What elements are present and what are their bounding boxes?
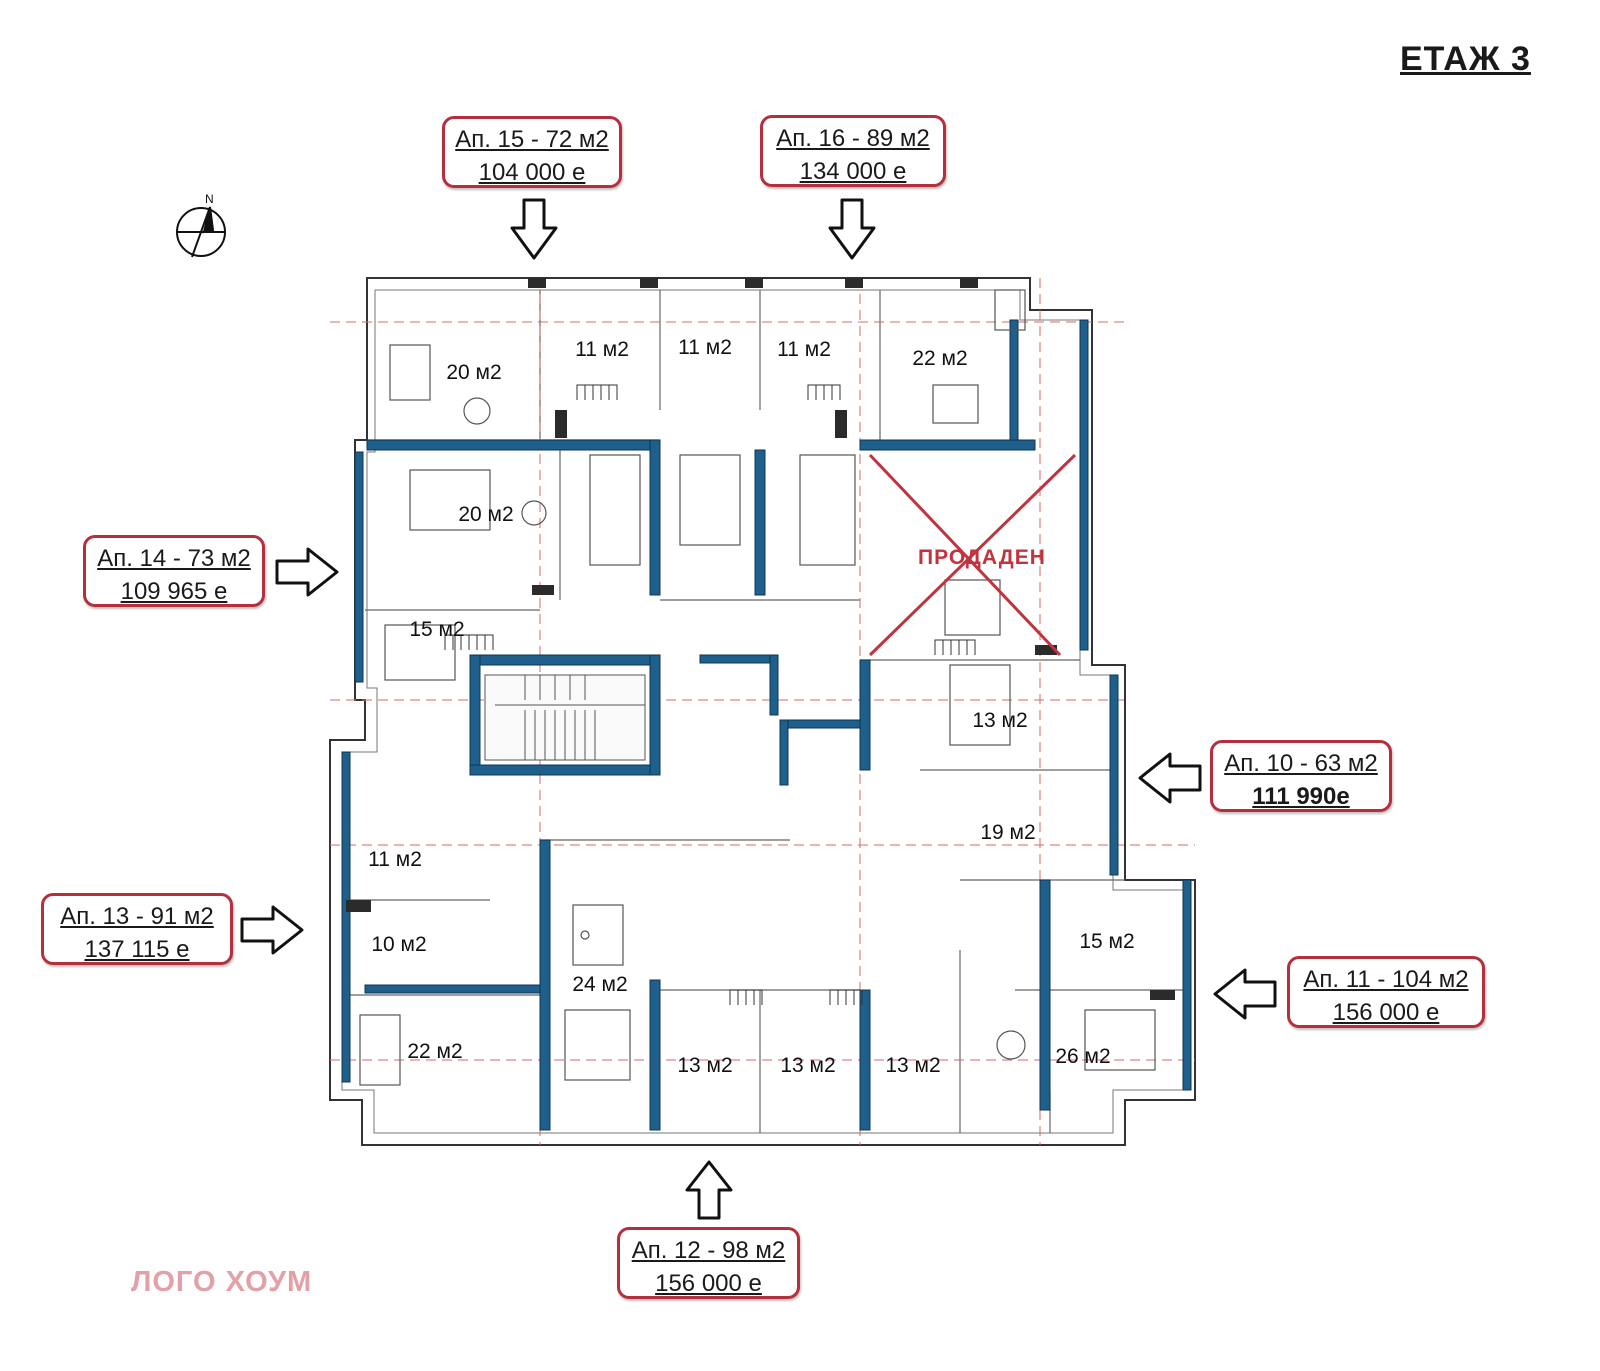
arrow-left-11-icon <box>1213 968 1277 1020</box>
room-area: 11 м2 <box>575 338 629 361</box>
apartment-name: Ап. 16 - 89 м2 <box>776 125 930 152</box>
room-area: 13 м2 <box>972 709 1028 732</box>
apartment-name: Ап. 11 - 104 м2 <box>1303 966 1469 993</box>
room-area: 13 м2 <box>885 1054 941 1077</box>
apartment-label-12[interactable]: Ап. 12 - 98 м2 156 000 е <box>617 1227 800 1299</box>
apartment-label-15[interactable]: Ап. 15 - 72 м2 104 000 е <box>442 116 622 188</box>
apartment-price: 156 000 е <box>655 1270 762 1297</box>
apartment-label-16[interactable]: Ап. 16 - 89 м2 134 000 е <box>760 115 946 187</box>
apartment-name: Ап. 12 - 98 м2 <box>631 1237 786 1264</box>
arrow-right-13-icon <box>240 905 304 955</box>
apartment-label-11[interactable]: Ап. 11 - 104 м2 156 000 е <box>1287 956 1485 1028</box>
room-area: 24 м2 <box>572 973 628 996</box>
room-area: 11 м2 <box>777 338 831 361</box>
room-area: 22 м2 <box>912 347 968 370</box>
arrow-right-14-icon <box>275 547 339 597</box>
sold-label: ПРОДАДЕН <box>918 546 1046 569</box>
apartment-name: Ап. 10 - 63 м2 <box>1224 750 1378 777</box>
arrow-down-16-icon <box>828 198 876 260</box>
arrow-down-15-icon <box>510 198 558 260</box>
arrow-left-10-icon <box>1138 752 1202 804</box>
room-area: 11 м2 <box>678 336 732 359</box>
room-area: 11 м2 <box>368 848 422 871</box>
apartment-price: 156 000 е <box>1332 999 1440 1026</box>
room-area: 20 м2 <box>446 361 502 384</box>
room-area: 20 м2 <box>458 503 514 526</box>
apartment-name: Ап. 15 - 72 м2 <box>455 126 609 153</box>
room-area: 15 м2 <box>409 618 465 641</box>
apartment-price: 104 000 е <box>478 159 586 186</box>
apartment-price: 109 965 е <box>120 578 228 605</box>
apartment-label-10[interactable]: Ап. 10 - 63 м2 111 990е <box>1210 740 1392 812</box>
apartment-price: 134 000 е <box>799 158 907 185</box>
apartment-name: Ап. 14 - 73 м2 <box>97 545 251 572</box>
logo-watermark: ЛОГО ХОУМ <box>131 1266 313 1298</box>
apartment-name: Ап. 13 - 91 м2 <box>60 903 214 930</box>
room-area: 22 м2 <box>407 1040 463 1063</box>
room-area: 26 м2 <box>1055 1045 1111 1068</box>
arrow-up-12-icon <box>685 1160 733 1220</box>
apartment-price: 137 115 е <box>84 936 190 963</box>
building-outline <box>329 277 1196 1146</box>
compass-north-label: N <box>205 192 214 206</box>
apartment-label-13[interactable]: Ап. 13 - 91 м2 137 115 е <box>41 893 233 965</box>
room-area: 19 м2 <box>980 821 1036 844</box>
room-area: 10 м2 <box>371 933 427 956</box>
sold-cross-mark <box>868 453 1077 657</box>
floor-title: ЕТАЖ 3 <box>1400 40 1531 78</box>
compass-icon <box>176 206 226 258</box>
apartment-price: 111 990е <box>1252 783 1350 810</box>
room-area: 13 м2 <box>780 1054 836 1077</box>
room-area: 13 м2 <box>677 1054 733 1077</box>
room-area: 15 м2 <box>1079 930 1135 953</box>
apartment-label-14[interactable]: Ап. 14 - 73 м2 109 965 е <box>83 535 265 607</box>
